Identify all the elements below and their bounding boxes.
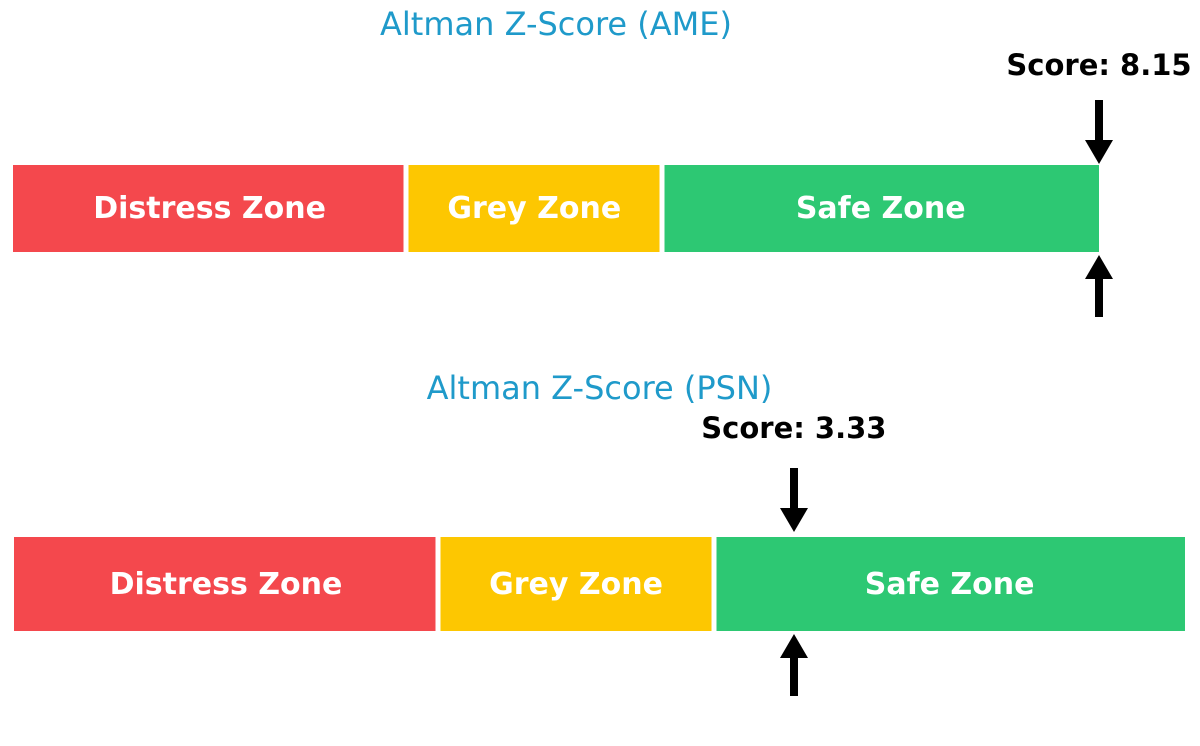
zone-segment-grey: Grey Zone <box>406 165 663 252</box>
zone-divider <box>711 537 717 631</box>
zone-segment-safe: Safe Zone <box>662 165 1099 252</box>
zone-bar: Distress Zone Grey Zone Safe Zone <box>14 537 1185 631</box>
chart-title: Altman Z-Score (PSN) <box>426 369 773 407</box>
zone-divider <box>435 537 441 631</box>
score-marker-bottom <box>1085 255 1129 317</box>
chart-ame: Altman Z-Score (AME) Score: 8.15 Distres… <box>13 0 1192 334</box>
zone-label: Grey Zone <box>447 191 622 226</box>
zone-divider <box>659 165 665 252</box>
zone-label: Distress Zone <box>93 191 326 226</box>
arrow-down-icon <box>1085 100 1113 164</box>
zone-divider <box>403 165 409 252</box>
zone-label: Distress Zone <box>109 566 343 602</box>
zone-label: Grey Zone <box>489 566 663 602</box>
score-marker-bottom <box>779 634 824 696</box>
score-marker-top <box>1085 100 1129 164</box>
zone-segment-grey: Grey Zone <box>437 537 715 631</box>
zone-label: Safe Zone <box>864 566 1035 602</box>
zone-segment-distress: Distress Zone <box>14 537 438 631</box>
chart-title: Altman Z-Score (AME) <box>380 5 732 43</box>
score-marker-top <box>779 468 824 532</box>
arrow-down-icon <box>779 468 808 532</box>
chart-psn: Altman Z-Score (PSN) Score: 3.33 Distres… <box>14 358 1185 746</box>
zone-segment-safe: Safe Zone <box>714 537 1185 631</box>
zone-segment-distress: Distress Zone <box>13 165 407 252</box>
score-label: Score: 8.15 <box>1006 48 1192 82</box>
zone-bar: Distress Zone Grey Zone Safe Zone <box>13 165 1099 252</box>
zone-label: Safe Zone <box>795 191 966 226</box>
score-label: Score: 3.33 <box>701 411 887 445</box>
arrow-up-icon <box>779 634 808 696</box>
arrow-up-icon <box>1085 255 1113 317</box>
